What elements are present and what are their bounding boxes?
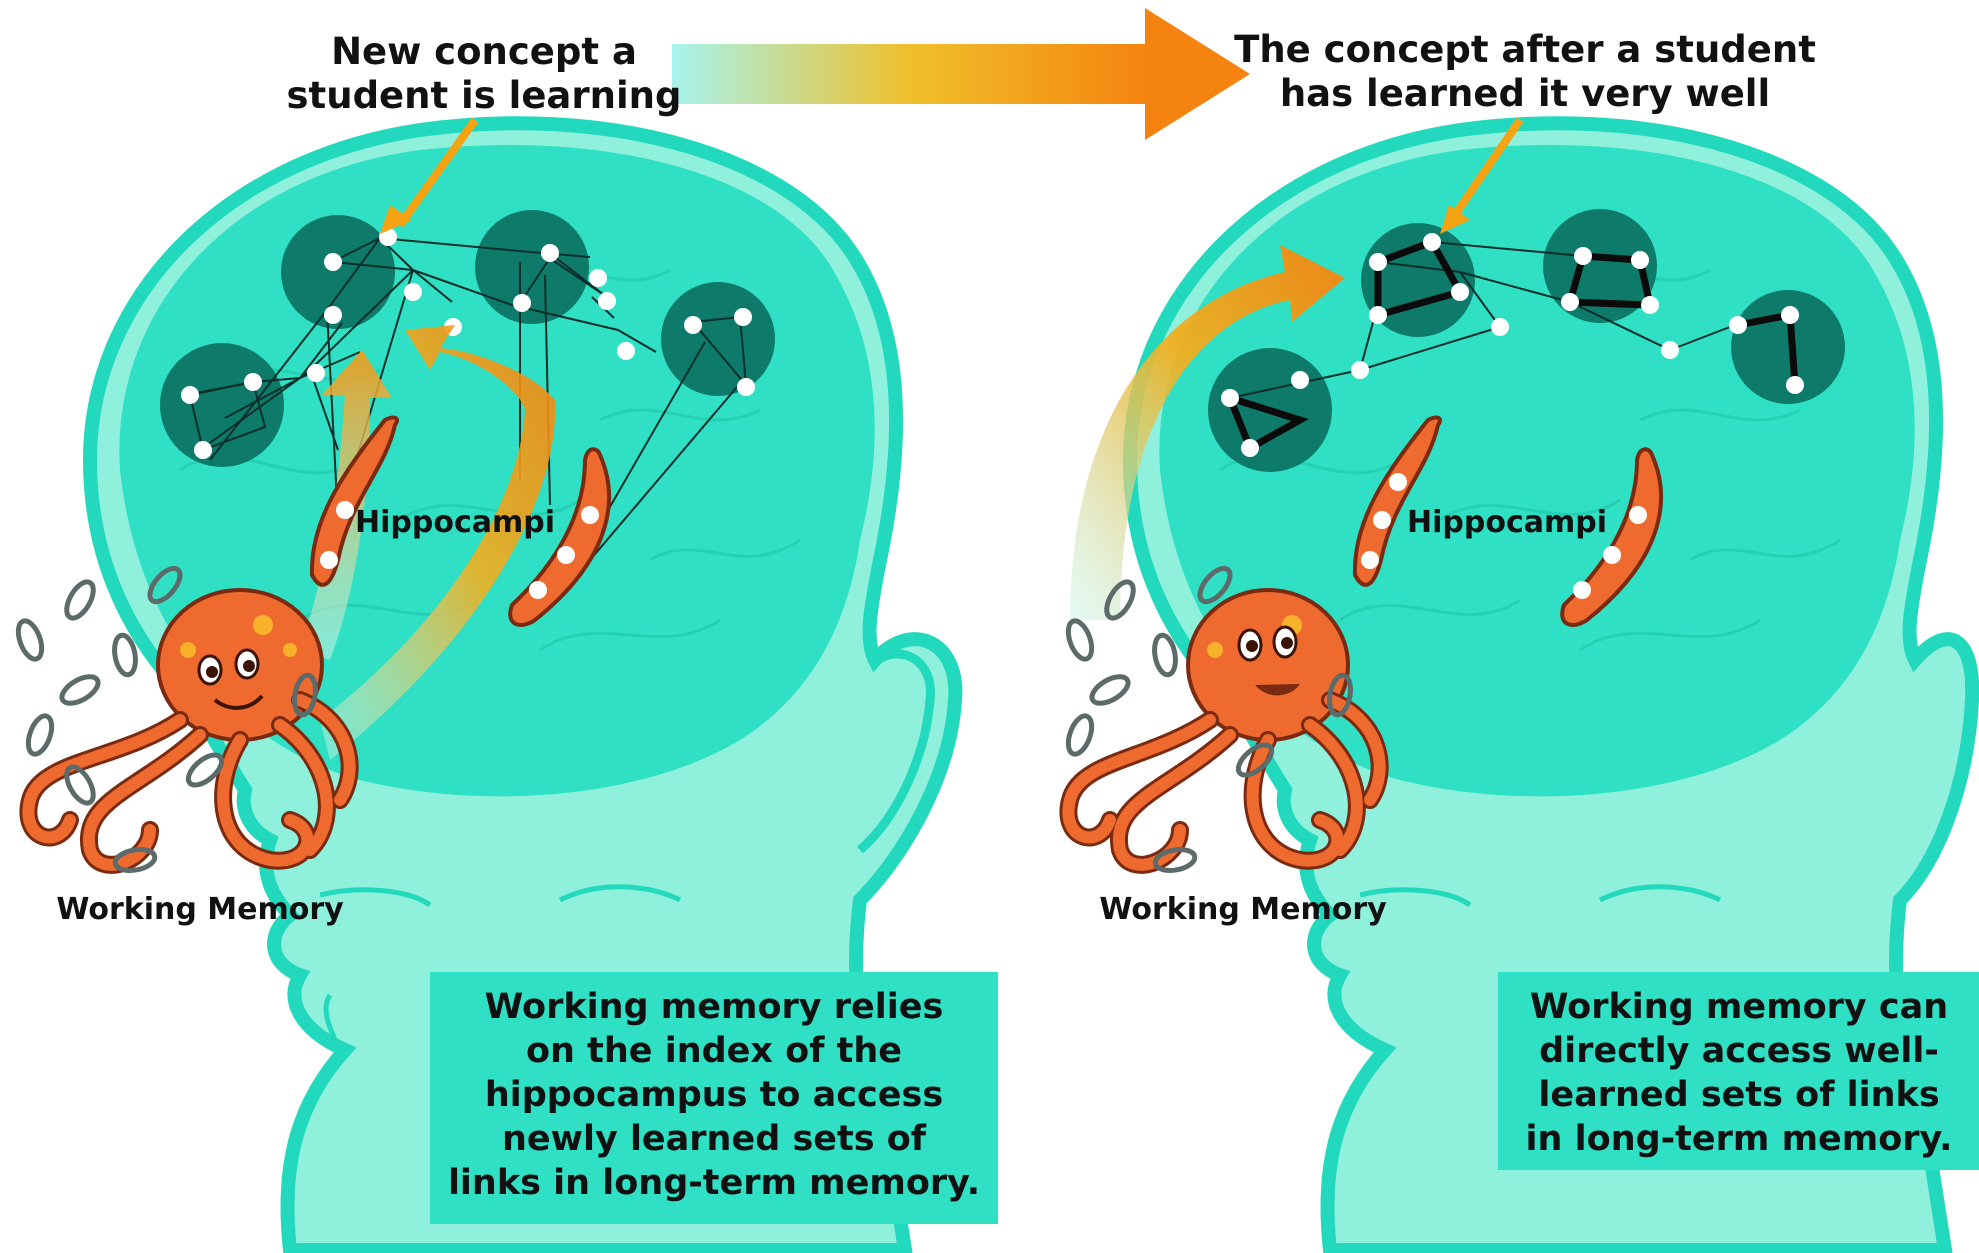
memory-node [513,294,531,312]
memory-node [1423,233,1441,251]
left-caption-line: Working memory relies [485,987,944,1027]
memory-node [1641,296,1659,314]
memory-node [1221,389,1239,407]
memory-node [1661,341,1679,359]
left-caption-line: on the index of the [526,1031,902,1071]
transition-arrow-shaft [672,44,1150,104]
chain-link-icon [1064,713,1096,757]
memory-node [1369,306,1387,324]
memory-node [1373,511,1391,529]
right-hippocampi-label: Hippocampi [1407,505,1607,540]
chain-link-icon [24,713,56,757]
memory-node [589,269,607,287]
chain-link-icon [14,618,46,662]
right-top-label-line: has learned it very well [1280,72,1770,115]
memory-node [1729,316,1747,334]
right-caption-line: directly access well- [1539,1031,1939,1071]
chain-link-icon [61,578,98,623]
right-caption-line: Working memory can [1530,987,1948,1027]
chain-link-icon [58,671,103,708]
memory-node [404,283,422,301]
memory-node [336,501,354,519]
memory-cluster [661,282,775,396]
memory-node [617,342,635,360]
chain-link-icon [1064,618,1096,662]
memory-node [1451,283,1469,301]
memory-node [324,253,342,271]
memory-node [1573,581,1591,599]
memory-node [1561,293,1579,311]
memory-node [1491,318,1509,336]
right-working-memory-label: Working Memory [1099,892,1387,927]
memory-node [734,308,752,326]
memory-node [541,244,559,262]
memory-node [324,306,342,324]
left-caption-line: newly learned sets of [502,1119,927,1159]
chain-link-icon [1088,671,1133,708]
chain-link-icon [61,763,98,808]
memory-node [1369,253,1387,271]
left-top-label: New concept a student is learning [287,30,682,117]
memory-cluster [475,210,589,324]
right-caption-line: in long-term memory. [1526,1119,1953,1159]
memory-node [1781,306,1799,324]
memory-node [1361,551,1379,569]
memory-node [737,378,755,396]
memory-node [307,364,325,382]
memory-node [684,316,702,334]
right-caption-line: learned sets of links [1538,1075,1939,1115]
memory-node [1389,473,1407,491]
memory-node [529,581,547,599]
memory-node [1786,376,1804,394]
memory-node [320,551,338,569]
memory-node [581,506,599,524]
left-caption-line: hippocampus to access [485,1075,943,1115]
memory-node [194,441,212,459]
memory-node [1603,546,1621,564]
left-hippocampi-label: Hippocampi [355,505,555,540]
memory-node [244,373,262,391]
memory-node [1574,247,1592,265]
memory-node [1631,251,1649,269]
left-top-label-line: New concept a [331,30,637,73]
memory-cluster [160,343,284,467]
right-top-label-line: The concept after a student [1234,28,1816,71]
memory-node [1241,439,1259,457]
left-top-label-line: student is learning [287,74,682,117]
memory-node [1351,361,1369,379]
memory-node [598,292,616,310]
left-working-memory-label: Working Memory [56,892,344,927]
left-caption: Working memory relies on the index of th… [448,987,980,1203]
left-caption-line: links in long-term memory. [448,1163,980,1203]
memory-node [1629,506,1647,524]
memory-node [181,386,199,404]
memory-node [557,546,575,564]
transition-arrow [672,8,1250,140]
right-top-label: The concept after a student has learned … [1234,28,1816,115]
memory-node [1291,371,1309,389]
